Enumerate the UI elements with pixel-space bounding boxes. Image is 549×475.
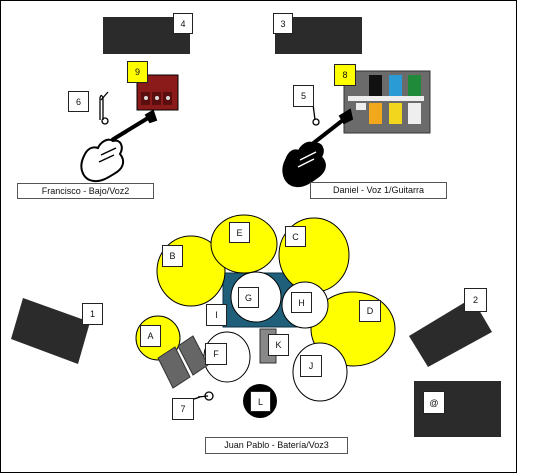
drum-marker-a: A	[140, 325, 161, 347]
marker-6: 6	[68, 91, 89, 112]
label-daniel: Daniel - Voz 1/Guitarra	[310, 182, 447, 199]
mic-stand-6	[99, 91, 109, 125]
pedalboard	[343, 70, 431, 134]
pedal-left	[157, 346, 191, 389]
drum-marker-f: F	[205, 343, 227, 365]
marker-1: 1	[82, 303, 103, 325]
cymbal-e	[210, 214, 278, 274]
drum-marker-k: K	[268, 334, 289, 356]
marker-at: @	[423, 391, 445, 414]
monitor-2	[409, 298, 492, 367]
electric-guitar	[282, 108, 354, 188]
marker-7: 7	[172, 398, 194, 420]
bass-guitar	[80, 109, 158, 183]
drum-marker-e: E	[229, 222, 250, 243]
drum-marker-l: L	[250, 391, 271, 412]
marker-2: 2	[464, 288, 487, 312]
marker-8: 8	[334, 64, 356, 86]
drum-marker-d: D	[359, 300, 381, 322]
drum-marker-g: G	[238, 287, 259, 308]
label-francisco: Francisco - Bajo/Voz2	[17, 183, 154, 199]
monitor-1	[11, 298, 90, 364]
drum-marker-j: J	[300, 355, 322, 377]
marker-5: 5	[293, 85, 314, 107]
drum-marker-c: C	[285, 226, 306, 247]
marker-9: 9	[127, 61, 148, 83]
drum-marker-h: H	[291, 292, 312, 313]
marker-3: 3	[273, 13, 293, 34]
marker-4: 4	[173, 13, 193, 34]
drum-marker-b: B	[162, 245, 183, 267]
pedal-right	[177, 335, 209, 376]
drum-marker-i: I	[206, 304, 227, 326]
label-juan-pablo: Juan Pablo - Batería/Voz3	[205, 437, 348, 454]
